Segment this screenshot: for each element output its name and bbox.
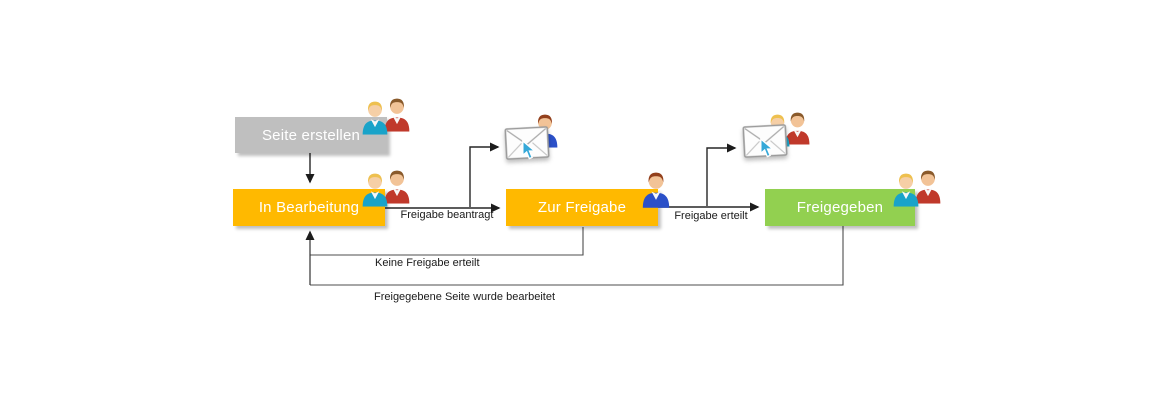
two-users-icon	[360, 168, 412, 206]
edge-label-keine-freigabe-erteilt: Keine Freigabe erteilt	[375, 257, 480, 269]
node-zur-freigabe: Zur Freigabe	[506, 189, 658, 226]
node-in-bearbeitung-label: In Bearbeitung	[258, 199, 360, 216]
edge-label-freigabe-erteilt: Freigabe erteilt	[674, 210, 748, 222]
envelope-cursor-icon	[741, 108, 813, 164]
node-seite-erstellen-label: Seite erstellen	[261, 126, 361, 144]
two-users-icon	[360, 96, 412, 134]
single-user-icon	[640, 170, 672, 208]
node-seite-erstellen: Seite erstellen	[235, 117, 387, 153]
node-in-bearbeitung: In Bearbeitung	[233, 189, 385, 226]
node-zur-freigabe-label: Zur Freigabe	[537, 199, 627, 216]
edge-label-freigegebene-seite-bearbeitet: Freigegebene Seite wurde bearbeitet	[374, 291, 556, 303]
cursor-icon	[758, 138, 777, 159]
node-freigegeben: Freigegeben	[765, 189, 915, 226]
edge-label-freigabe-beantragt: Freigabe beantragt	[400, 209, 494, 221]
envelope-cursor-icon	[503, 110, 565, 166]
node-freigegeben-label: Freigegeben	[796, 199, 884, 216]
two-users-icon	[891, 168, 943, 206]
cursor-icon	[520, 140, 539, 161]
